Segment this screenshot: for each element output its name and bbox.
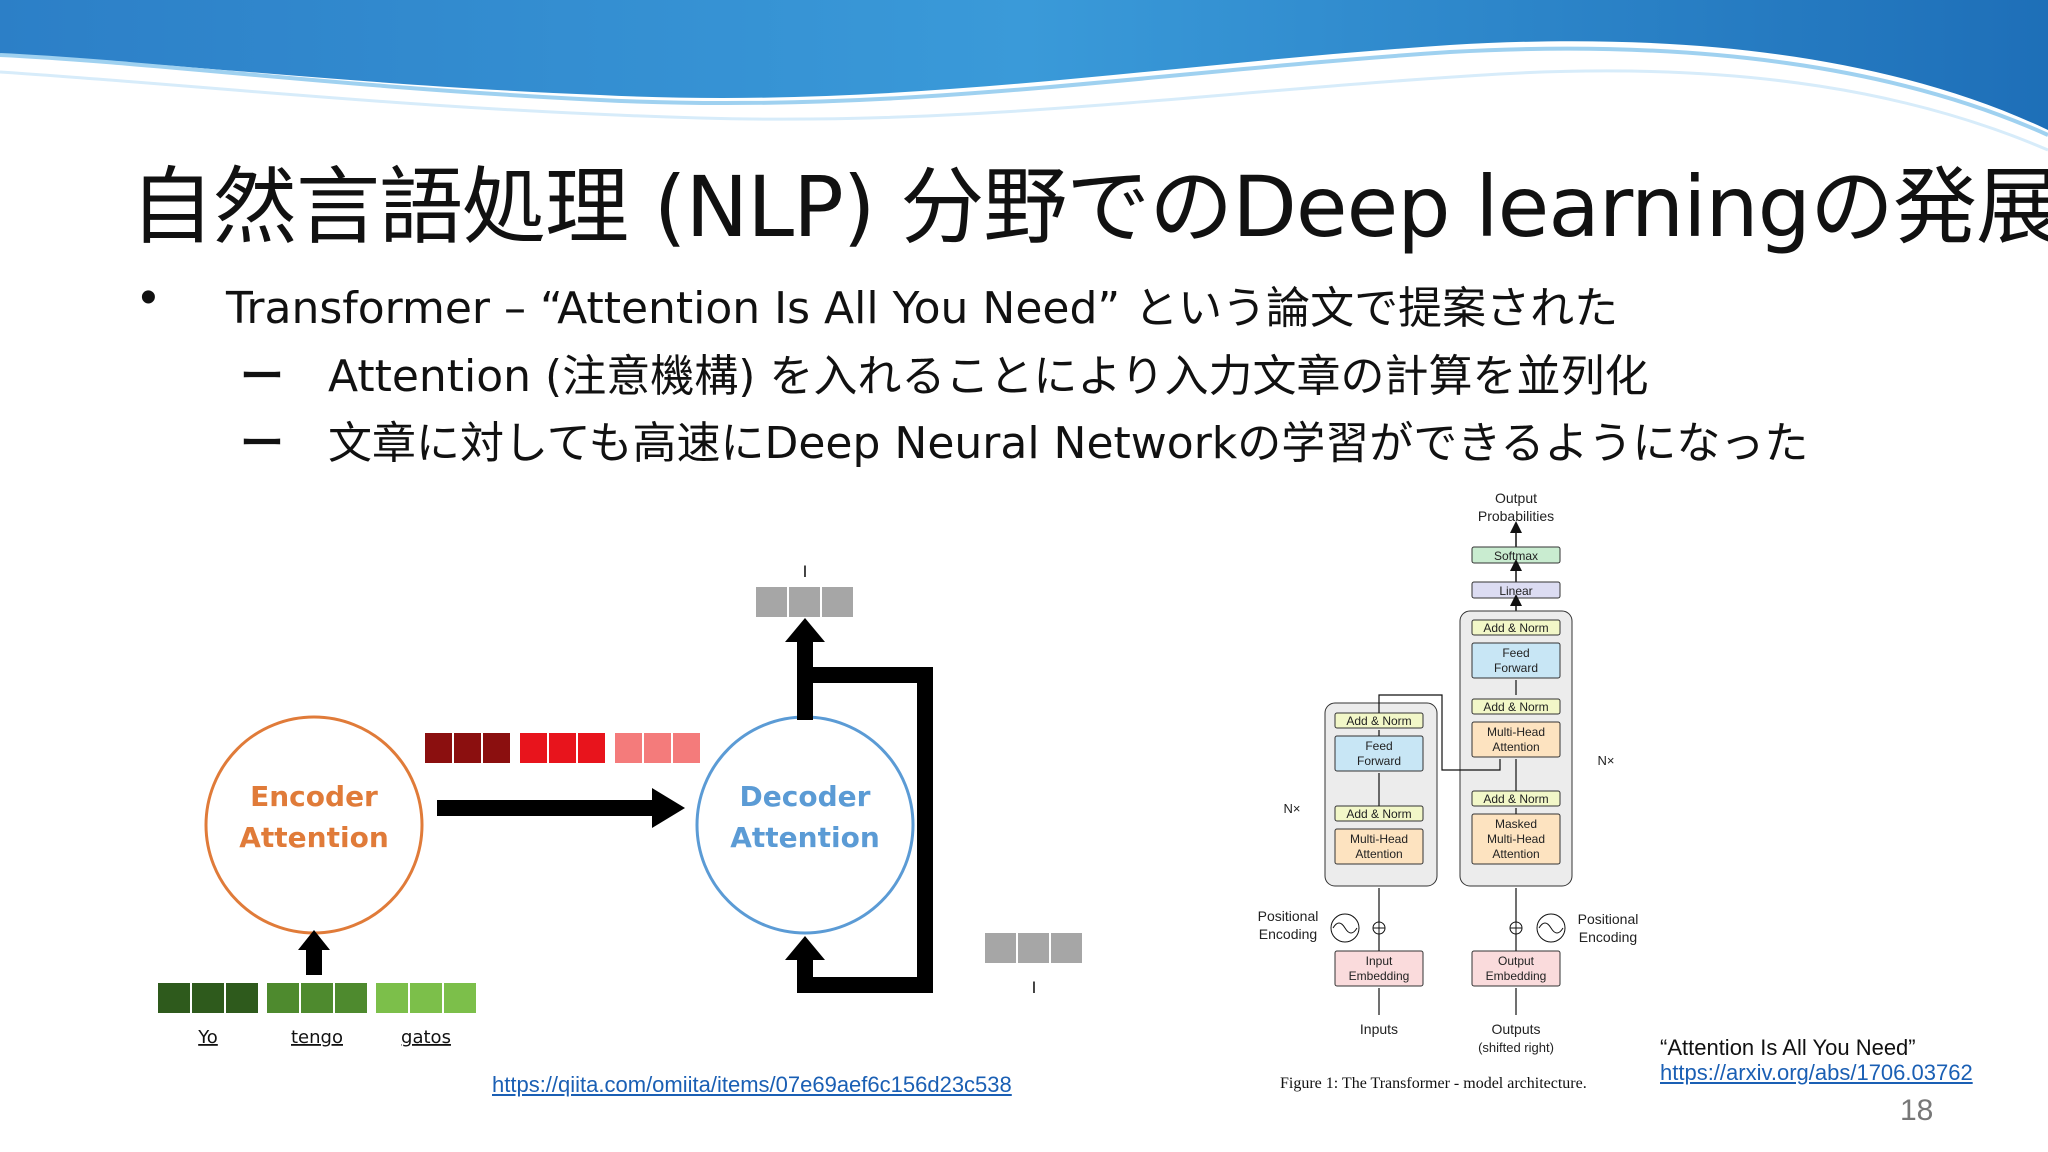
input-emb-label-1: Input (1366, 954, 1393, 968)
output-emb-label-1: Output (1498, 954, 1535, 968)
softmax-label: Softmax (1494, 549, 1538, 563)
encoder-label-1: Encoder (250, 780, 378, 813)
encoder-input-arrow (298, 930, 330, 975)
encoder-mha-label-1: Multi-Head (1350, 832, 1408, 846)
encoder-add-norm-1-label: Add & Norm (1346, 807, 1411, 821)
decoder-multi-head-attention (1471, 721, 1561, 758)
arxiv-paper-link[interactable]: https://arxiv.org/abs/1706.03762 (1660, 1060, 1973, 1085)
sub-bullet-2: 文章に対しても高速にDeep Neural Networkの学習ができるようにな… (328, 418, 1809, 469)
decoder-feed-forward (1471, 642, 1561, 679)
context-vector-red (520, 733, 605, 763)
encoder-nx-label: N× (1284, 801, 1301, 816)
input-vector-yo (158, 983, 258, 1013)
masked-label-2: Multi-Head (1487, 832, 1545, 846)
header-wave-decoration (0, 0, 2048, 152)
encoder-decoder-connector (1378, 694, 1501, 771)
outputs-label-1: Outputs (1491, 1021, 1540, 1037)
decoder-label-1: Decoder (740, 780, 871, 813)
decoder-add-norm-2-label: Add & Norm (1483, 700, 1548, 714)
encoder-pos-enc-label-1: Positional (1258, 908, 1319, 924)
encoder-pos-enc-label-2: Encoding (1259, 926, 1317, 942)
output-emb-label-2: Embedding (1486, 969, 1547, 983)
decoder-add-norm-3-label: Add & Norm (1483, 621, 1548, 635)
paper-title: “Attention Is All You Need” (1660, 1035, 1916, 1060)
decoder-mha-label-2: Attention (1492, 740, 1539, 754)
sub-bullet-dash-1: ー (240, 352, 284, 401)
qiita-source-link[interactable]: https://qiita.com/omiita/items/07e69aef6… (492, 1072, 1012, 1097)
output-top-label: I (803, 562, 808, 581)
encoder-ff-label-2: Forward (1357, 754, 1401, 768)
encoder-to-decoder-arrow (437, 788, 685, 828)
linear-label: Linear (1499, 584, 1532, 598)
outputs-label-2: (shifted right) (1478, 1040, 1554, 1055)
decoder-add-norm-3 (1471, 619, 1561, 636)
encoder-decoder-diagram: Encoder Attention Decoder Attention Yo t… (158, 562, 1082, 1048)
transformer-architecture-diagram: Output Probabilities Softmax Linear N× A… (1258, 490, 1639, 1055)
output-probabilities-label-2: Probabilities (1478, 508, 1554, 524)
page-number: 18 (1900, 1094, 1934, 1127)
decoder-add-norm-2 (1471, 698, 1561, 715)
decoder-mha-label-1: Multi-Head (1487, 725, 1545, 739)
sub-bullet-dash-2: ー (240, 419, 284, 468)
input-word-yo: Yo (197, 1027, 218, 1048)
input-vector-gatos (376, 983, 476, 1013)
decoder-pos-enc-label-2: Encoding (1579, 929, 1637, 945)
decoder-nx-label: N× (1598, 753, 1615, 768)
slide-title: 自然言語処理 (NLP) 分野でのDeep learningの発展 (130, 158, 2048, 256)
decoder-add-norm-1-label: Add & Norm (1483, 792, 1548, 806)
encoder-multi-head-attention (1334, 828, 1424, 865)
main-bullet-text: Transformer – “Attention Is All You Need… (226, 283, 1619, 334)
output-vector-top (756, 587, 853, 617)
masked-label-1: Masked (1495, 817, 1537, 831)
encoder-add-norm-2-label: Add & Norm (1346, 714, 1411, 728)
input-emb-label-2: Embedding (1349, 969, 1410, 983)
context-vector-light-red (615, 733, 700, 763)
input-word-tengo: tengo (291, 1027, 343, 1048)
output-vector-right (985, 933, 1082, 963)
decoder-label-2: Attention (730, 821, 880, 854)
encoder-label-2: Attention (239, 821, 389, 854)
input-vector-tengo (267, 983, 367, 1013)
output-probabilities-label-1: Output (1495, 490, 1537, 506)
decoder-ff-label-2: Forward (1494, 661, 1538, 675)
sub-bullet-1: Attention (注意機構) を入れることにより入力文章の計算を並列化 (328, 351, 1649, 402)
figure-caption: Figure 1: The Transformer - model archit… (1280, 1075, 1587, 1092)
context-vector-dark-red (425, 733, 510, 763)
output-right-label: I (1032, 978, 1037, 997)
inputs-label: Inputs (1360, 1021, 1398, 1037)
encoder-ff-label-1: Feed (1365, 739, 1392, 753)
feedback-loop-arrow (785, 667, 933, 993)
decoder-ff-label-1: Feed (1502, 646, 1529, 660)
masked-label-3: Attention (1492, 847, 1539, 861)
decoder-pos-enc-label-1: Positional (1578, 911, 1639, 927)
bullet-dot: • (140, 271, 157, 324)
input-word-gatos: gatos (401, 1027, 451, 1048)
encoder-mha-label-2: Attention (1355, 847, 1402, 861)
